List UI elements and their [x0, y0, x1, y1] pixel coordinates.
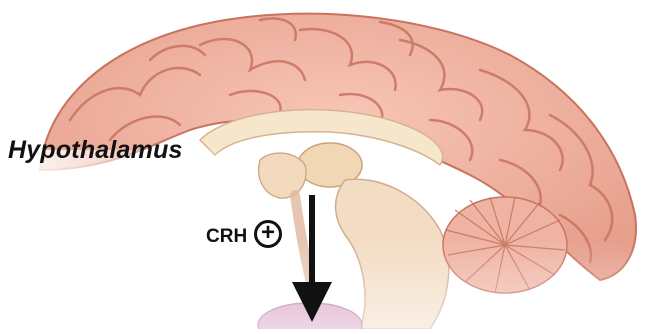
hypothalamus-label: Hypothalamus: [8, 136, 183, 165]
plus-sign: +: [261, 222, 275, 244]
crh-label: CRH: [206, 226, 247, 248]
plus-circle-icon: +: [254, 220, 282, 248]
hypothalamus-region: [259, 153, 306, 198]
